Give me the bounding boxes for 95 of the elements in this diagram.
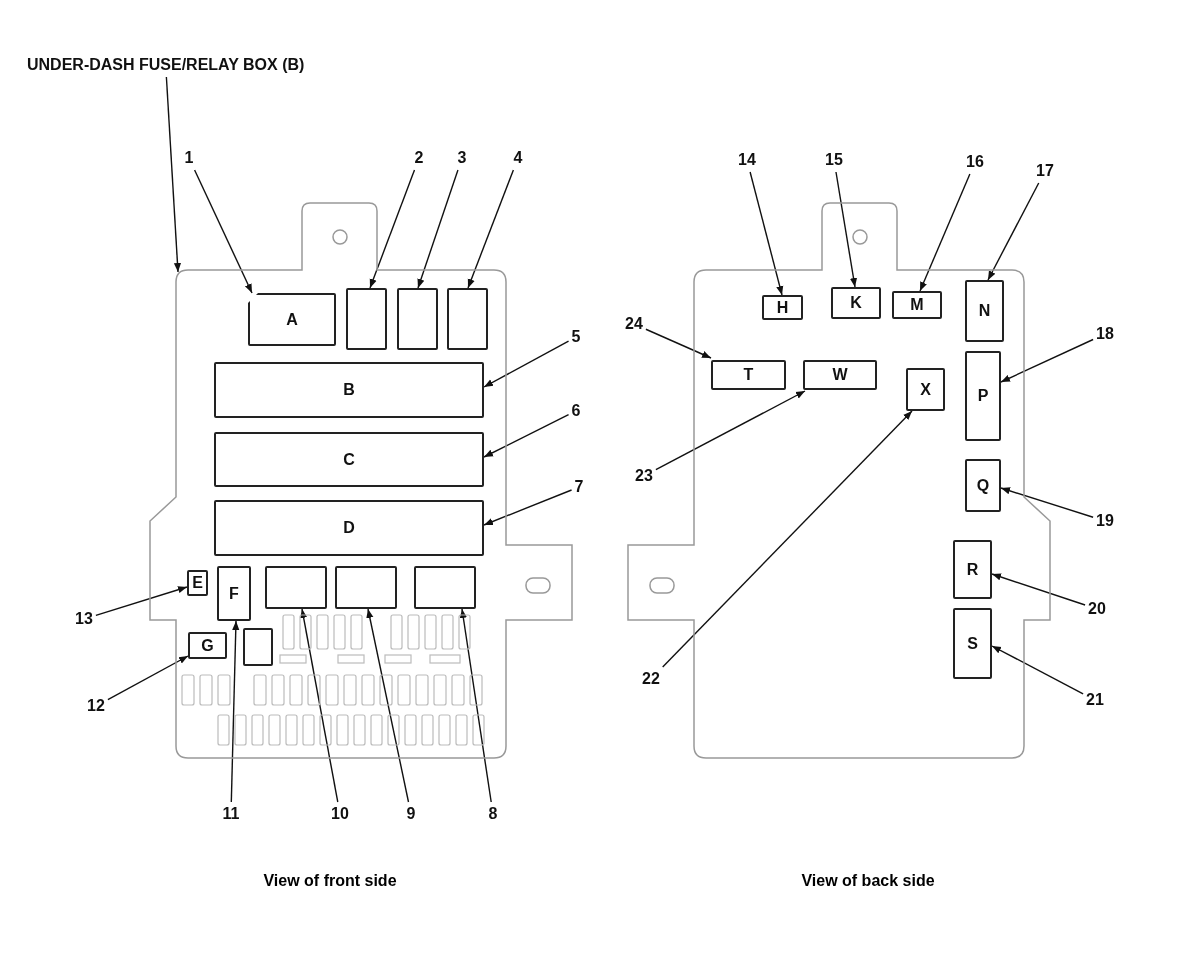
callout-number: 20	[1088, 600, 1106, 618]
component-title: UNDER-DASH FUSE/RELAY BOX (B)	[27, 56, 305, 74]
leader-arrow	[165, 76, 182, 273]
leader-arrow	[1000, 487, 1094, 518]
callout-number: 17	[1036, 162, 1054, 180]
leader-arrow	[483, 414, 570, 458]
callout-number: 6	[571, 402, 581, 420]
leader-arrow	[483, 340, 570, 388]
leader-arrow	[919, 173, 971, 292]
leader-arrow	[1000, 338, 1094, 383]
leader-arrow	[230, 620, 240, 803]
leader-arrow	[417, 169, 459, 289]
fuse-relay-box	[188, 632, 227, 659]
fuse-relay-box	[711, 360, 786, 390]
callout-number: 10	[331, 805, 349, 823]
callout-number: 8	[488, 805, 498, 823]
fuse-relay-box	[953, 608, 992, 679]
callout-number: 14	[738, 151, 756, 169]
component-letter: K	[850, 294, 862, 312]
leader-arrow	[483, 489, 573, 526]
component-letter: A	[286, 310, 298, 329]
callout-number: 24	[625, 315, 643, 333]
component-letter: S	[967, 634, 978, 653]
fuse-relay-box	[248, 293, 336, 346]
callout-number: 13	[75, 610, 93, 628]
fuse-relay-box	[762, 295, 803, 320]
callout-number: 2	[414, 149, 424, 167]
leader-arrow	[366, 608, 410, 803]
fuse-relay-box	[831, 287, 881, 319]
component-letter: R	[966, 560, 979, 579]
callout-number: 16	[966, 153, 984, 171]
component-letter: M	[910, 296, 924, 314]
leader-arrow	[991, 645, 1084, 695]
leader-arrow	[991, 573, 1086, 606]
component-letter: Q	[976, 476, 990, 495]
relay-box	[447, 288, 488, 350]
component-letter: T	[743, 366, 754, 384]
fuse-relay-box	[965, 280, 1004, 342]
fuse-relay-box	[214, 500, 484, 556]
component-letter: W	[832, 366, 848, 384]
callout-number: 22	[642, 670, 660, 688]
fuse-relay-box	[214, 432, 484, 487]
leader-arrow	[835, 171, 858, 288]
callout-number: 1	[184, 149, 194, 167]
leader-arrow	[459, 608, 492, 803]
callout-number: 23	[635, 467, 653, 485]
component-letter: H	[776, 298, 789, 317]
fuse-relay-box	[906, 368, 945, 411]
fuse-relay-box	[217, 566, 251, 621]
callout-number: 5	[571, 328, 581, 346]
fuse-relay-box	[965, 351, 1001, 441]
relay-box	[414, 566, 476, 609]
fuse-relay-box	[953, 540, 992, 599]
leader-arrow	[987, 182, 1040, 281]
leader-arrow	[369, 169, 416, 289]
component-letter: N	[978, 302, 991, 320]
leader-arrow	[467, 169, 515, 289]
callout-number: 15	[825, 151, 843, 169]
callout-number: 11	[222, 805, 240, 823]
fuse-relay-box	[892, 291, 942, 319]
component-letter: G	[201, 636, 214, 655]
component-letter: F	[229, 584, 239, 603]
component-letter: B	[343, 381, 355, 399]
leader-arrow	[95, 586, 188, 616]
fuse-relay-box	[187, 570, 208, 596]
fuse-relay-box	[803, 360, 877, 390]
leader-arrow	[193, 169, 253, 294]
fuse-relay-box	[965, 459, 1001, 512]
relay-box	[243, 628, 273, 666]
relay-box	[346, 288, 387, 350]
callout-number: 9	[406, 805, 416, 823]
component-letter: P	[977, 387, 989, 405]
view-caption: View of back side	[801, 872, 935, 890]
component-letter: X	[920, 380, 931, 399]
callout-number: 3	[457, 149, 467, 167]
leader-arrow	[300, 608, 339, 803]
view-caption: View of front side	[263, 872, 397, 890]
callout-number: 19	[1096, 512, 1114, 530]
component-letter: D	[343, 519, 355, 537]
callout-number: 18	[1096, 325, 1114, 343]
leader-arrow	[749, 171, 784, 296]
relay-box	[397, 288, 438, 350]
fuse-relay-box	[214, 362, 484, 418]
leader-arrow	[662, 410, 913, 668]
callout-number: 4	[513, 149, 523, 167]
component-letter: C	[343, 450, 355, 469]
relay-box	[265, 566, 327, 609]
component-letter: E	[192, 574, 203, 592]
callout-number: 21	[1086, 691, 1104, 709]
callout-number: 7	[574, 478, 584, 496]
callout-number: 12	[87, 697, 105, 715]
leader-arrow	[655, 390, 806, 471]
leader-arrow	[645, 328, 712, 359]
leader-arrow	[107, 655, 189, 701]
relay-box	[335, 566, 397, 609]
